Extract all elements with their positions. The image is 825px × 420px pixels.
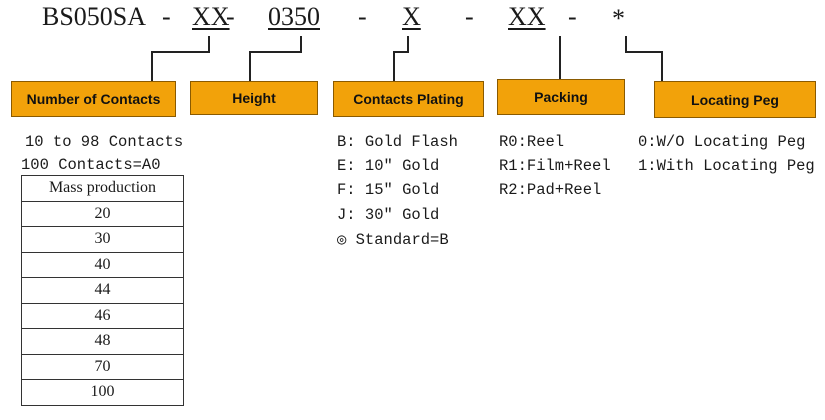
- box-packing: Packing: [497, 79, 625, 115]
- plating-item: E: 10″ Gold: [337, 157, 440, 175]
- box-height: Height: [190, 81, 318, 115]
- table-row: 46: [21, 302, 184, 329]
- connector-plating: [393, 36, 409, 82]
- table-cell: 40: [21, 251, 184, 278]
- table-row: 40: [21, 251, 184, 278]
- box-number-of-contacts: Number of Contacts: [11, 81, 176, 117]
- part-number-plating-segment: X: [402, 2, 421, 31]
- table-cell: 44: [21, 277, 184, 304]
- part-number-separator: -: [162, 2, 171, 31]
- plating-item: B: Gold Flash: [337, 133, 458, 151]
- mass-production-table: Mass production 20 30 40 44 46 48 70 100: [21, 175, 184, 406]
- table-header: Mass production: [21, 175, 184, 202]
- box-contacts-plating: Contacts Plating: [333, 81, 484, 117]
- table-cell: 46: [21, 302, 184, 329]
- connector-contacts: [151, 36, 210, 82]
- table-row: 44: [21, 277, 184, 304]
- peg-item: 0:W/O Locating Peg: [638, 133, 806, 151]
- table-cell: 70: [21, 353, 184, 380]
- connector-height: [249, 36, 302, 82]
- contacts-range-text: 10 to 98 Contacts: [25, 133, 184, 151]
- table-row: 20: [21, 200, 184, 227]
- part-number-separator: -: [568, 2, 577, 31]
- part-number-packing-segment: XX: [508, 2, 546, 31]
- part-number-separator: -: [226, 2, 235, 31]
- packing-item: R0:Reel: [499, 133, 565, 151]
- box-locating-peg: Locating Peg: [654, 81, 816, 118]
- part-number-base: BS050SA: [42, 2, 147, 31]
- table-row: 70: [21, 353, 184, 380]
- table-cell: 30: [21, 226, 184, 253]
- table-cell: 100: [21, 379, 184, 406]
- peg-item: 1:With Locating Peg: [638, 157, 815, 175]
- table-cell: 48: [21, 328, 184, 355]
- part-number-peg-segment: *: [612, 4, 625, 33]
- part-number-contacts-segment: XX: [192, 2, 230, 31]
- table-row: 100: [21, 379, 184, 406]
- plating-standard-note: ◎ Standard=B: [337, 231, 449, 249]
- packing-item: R1:Film+Reel: [499, 157, 611, 175]
- table-header-row: Mass production: [21, 175, 184, 202]
- part-number-height-segment: 0350: [268, 2, 320, 31]
- part-number-separator: -: [358, 2, 367, 31]
- table-row: 48: [21, 328, 184, 355]
- plating-item: F: 15″ Gold: [337, 181, 440, 199]
- connector-peg: [625, 36, 663, 82]
- packing-item: R2:Pad+Reel: [499, 181, 602, 199]
- contacts-hundred-text: 100 Contacts=A0: [21, 156, 161, 174]
- table-row: 30: [21, 226, 184, 253]
- part-number-separator: -: [465, 2, 474, 31]
- table-cell: 20: [21, 200, 184, 227]
- plating-item: J: 30″ Gold: [337, 206, 440, 224]
